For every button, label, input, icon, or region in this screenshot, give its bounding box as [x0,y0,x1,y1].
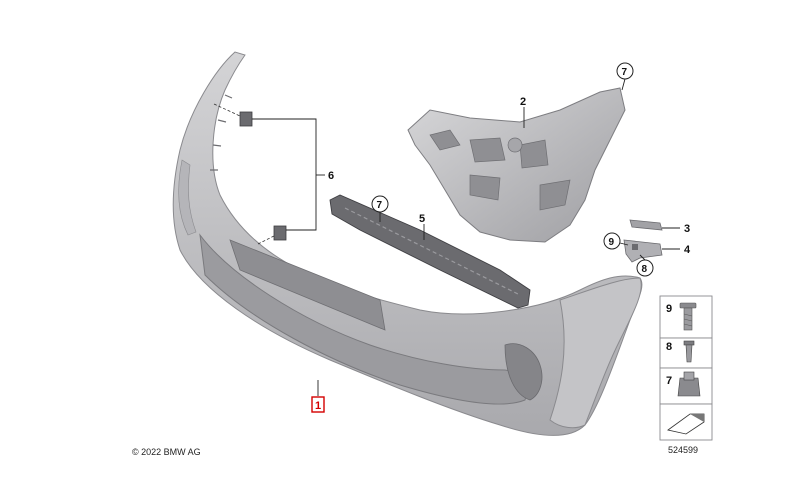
part-4-label: 4 [684,244,691,256]
legend-row-8-label: 8 [666,341,672,353]
nut-clip-icon [677,371,701,397]
hardware-legend: 9 8 7 [659,295,713,441]
flange-bolt-icon [679,302,697,331]
copyright: © 2022 BMW AG [132,447,201,457]
svg-text:7: 7 [377,200,383,211]
center-support [329,194,531,309]
callout-8: 8 [636,254,654,277]
part-5-label: 5 [419,213,425,225]
svg-text:8: 8 [642,264,648,275]
svg-text:7: 7 [622,67,628,78]
bracket-carrier [407,87,626,243]
part-6-leader [252,118,325,231]
part-2-label: 2 [520,96,526,108]
callout-7-top: 7 [616,62,634,91]
marker-arrow-icon [667,413,705,435]
diagram-number: 524599 [668,445,698,455]
part-6-label: 6 [328,170,334,182]
legend-row-7-label: 7 [666,375,672,387]
bracket-part-3 [629,219,663,231]
svg-text:9: 9 [609,237,615,248]
part-1-highlight [311,396,325,413]
callout-9: 9 [603,232,629,250]
part-3-label: 3 [684,223,690,235]
bumper-cover [172,51,643,436]
screw-icon [683,340,695,363]
legend-row-9-label: 9 [666,303,672,315]
mounting-clip-upper [213,103,253,127]
mounting-clip-lower [257,225,287,245]
part-1-label: 1 [315,400,321,412]
callout-7-left: 7 [371,195,389,222]
bracket-part-4 [623,239,663,263]
